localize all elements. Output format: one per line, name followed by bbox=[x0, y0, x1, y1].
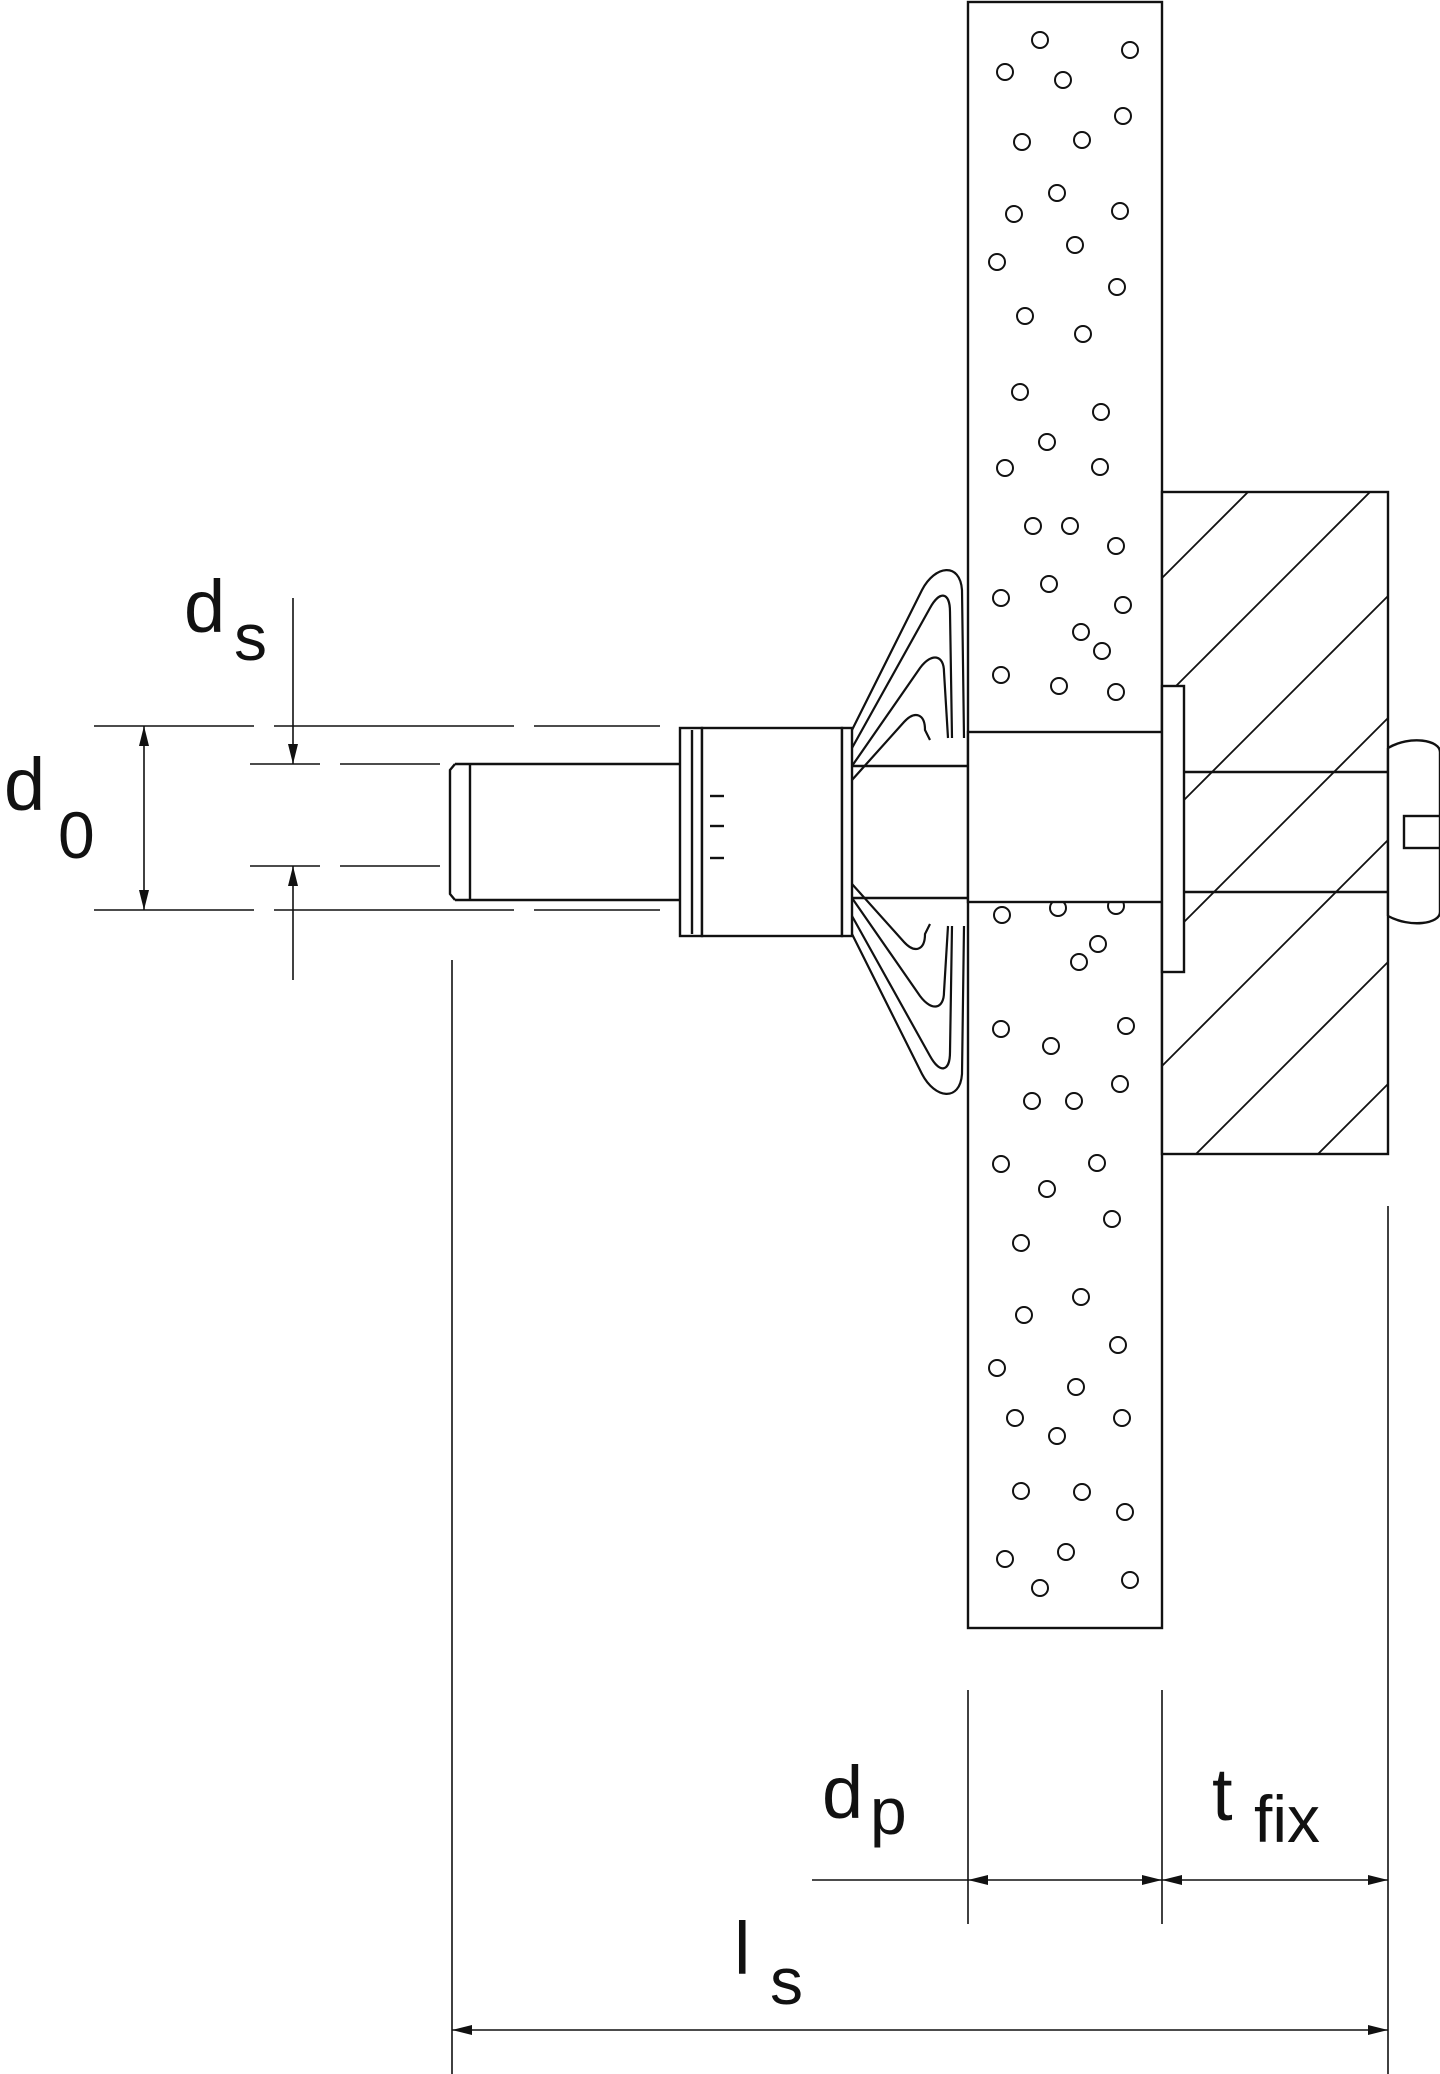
label-ds-sub: s bbox=[234, 600, 267, 674]
board-pore bbox=[1121, 1571, 1139, 1589]
label-ds-main: d bbox=[184, 565, 225, 648]
label-tfix: t fix bbox=[1212, 1753, 1320, 1856]
board-pore bbox=[1067, 1378, 1085, 1396]
anchor-wings bbox=[851, 569, 966, 1095]
board-pore bbox=[1121, 41, 1139, 59]
board-pore bbox=[1057, 1543, 1075, 1561]
screw-head bbox=[1386, 739, 1440, 925]
board-pore bbox=[1093, 642, 1111, 660]
label-tfix-sub: fix bbox=[1254, 1782, 1320, 1856]
label-dp-sub: p bbox=[870, 1774, 907, 1848]
board-pore bbox=[1012, 1482, 1030, 1500]
board-pore bbox=[992, 589, 1010, 607]
board-pore bbox=[1073, 131, 1091, 149]
label-ds: d s bbox=[184, 565, 267, 674]
board-pore bbox=[1066, 236, 1084, 254]
board-pore bbox=[1050, 677, 1068, 695]
board-pore bbox=[1111, 202, 1129, 220]
board-pore bbox=[992, 1020, 1010, 1038]
drilled-hole bbox=[966, 730, 1164, 904]
board-pore bbox=[996, 63, 1014, 81]
label-d0-sub: 0 bbox=[58, 798, 95, 872]
board-pore bbox=[1070, 953, 1088, 971]
board-pore bbox=[1074, 325, 1092, 343]
board-pore bbox=[1114, 596, 1132, 614]
screw-shaft bbox=[448, 762, 1392, 902]
board-pore bbox=[992, 666, 1010, 684]
board-pore bbox=[1016, 307, 1034, 325]
board-pore bbox=[1114, 107, 1132, 125]
label-tfix-main: t bbox=[1212, 1753, 1233, 1836]
board-pore bbox=[1048, 184, 1066, 202]
label-dp: d p bbox=[822, 1751, 907, 1848]
board-pore bbox=[1107, 683, 1125, 701]
anchor-sleeve bbox=[678, 726, 854, 938]
label-d0-main: d bbox=[4, 743, 45, 826]
board-pore bbox=[1042, 1037, 1060, 1055]
dimension-lines bbox=[94, 598, 1389, 2074]
board-pore bbox=[1073, 1483, 1091, 1501]
label-d0: d 0 bbox=[4, 743, 95, 872]
board-pore bbox=[1012, 1234, 1030, 1252]
board-pore bbox=[1113, 1409, 1131, 1427]
board-pore bbox=[1116, 1503, 1134, 1521]
board-pore bbox=[992, 1155, 1010, 1173]
washer bbox=[1160, 684, 1186, 974]
board-pore bbox=[1013, 133, 1031, 151]
board-pores bbox=[988, 31, 1139, 1597]
label-ls: l s bbox=[734, 1907, 803, 2018]
board-pore bbox=[1038, 433, 1056, 451]
board-pore bbox=[1006, 1409, 1024, 1427]
fixture-part bbox=[1160, 490, 1390, 1156]
board-pore bbox=[1088, 1154, 1106, 1172]
board-pore bbox=[1054, 71, 1072, 89]
board-pore bbox=[1092, 403, 1110, 421]
board-pore bbox=[1089, 935, 1107, 953]
board-pore bbox=[1015, 1306, 1033, 1324]
board-pore bbox=[1048, 1427, 1066, 1445]
board-pore bbox=[993, 906, 1011, 924]
board-pore bbox=[988, 1359, 1006, 1377]
board-pore bbox=[1072, 1288, 1090, 1306]
label-ls-main: l bbox=[734, 1907, 750, 1990]
label-ls-sub: s bbox=[770, 1944, 803, 2018]
board-pore bbox=[1108, 278, 1126, 296]
board-pore bbox=[1103, 1210, 1121, 1228]
board-pore bbox=[996, 459, 1014, 477]
board-pore bbox=[1031, 31, 1049, 49]
board-pore bbox=[1031, 1579, 1049, 1597]
board-pore bbox=[1011, 383, 1029, 401]
board-pore bbox=[1091, 458, 1109, 476]
label-dp-main: d bbox=[822, 1751, 863, 1834]
board-pore bbox=[1111, 1075, 1129, 1093]
board-pore bbox=[1065, 1092, 1083, 1110]
board-pore bbox=[1117, 1017, 1135, 1035]
board-pore bbox=[996, 1550, 1014, 1568]
board-pore bbox=[1107, 537, 1125, 555]
board-pore bbox=[1061, 517, 1079, 535]
board-pore bbox=[1038, 1180, 1056, 1198]
board-pore bbox=[1023, 1092, 1041, 1110]
board-pore bbox=[1005, 205, 1023, 223]
board-pore bbox=[988, 253, 1006, 271]
board-pore bbox=[1040, 575, 1058, 593]
board-pore bbox=[1109, 1336, 1127, 1354]
board-pore bbox=[1024, 517, 1042, 535]
board-pore bbox=[1072, 623, 1090, 641]
